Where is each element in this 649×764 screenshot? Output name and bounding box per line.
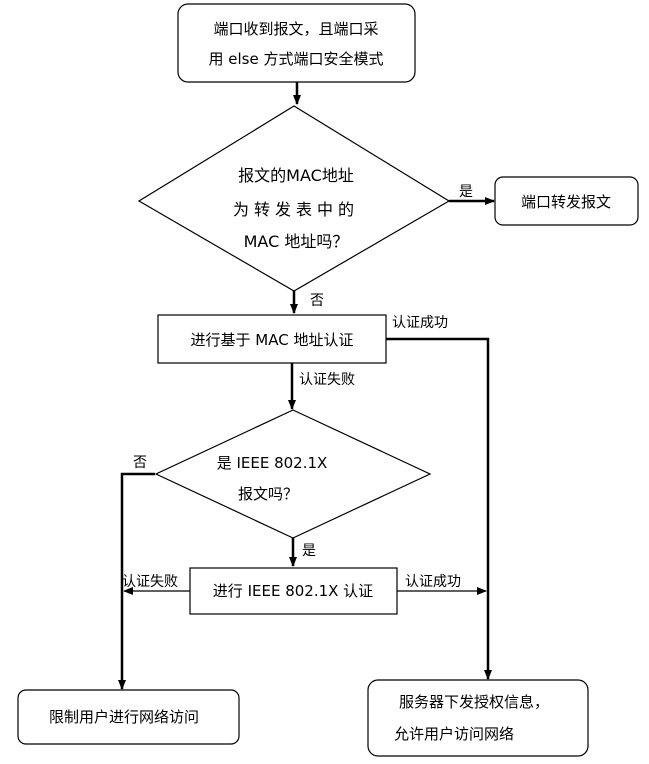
node-decision-8021x: 是 IEEE 802.1X 报文吗？	[154, 409, 432, 539]
decision-8021x-line1: 是 IEEE 802.1X	[217, 454, 328, 472]
restrict-label: 限制用户进行网络访问	[49, 708, 199, 726]
label-mac-auth-success: 认证成功	[392, 315, 448, 331]
auth-8021x-label: 进行 IEEE 802.1X 认证	[213, 582, 373, 600]
label-8021x-no: 否	[133, 455, 147, 471]
decision-mac-line3: MAC 地址吗？	[244, 232, 349, 251]
decision-mac-line1: 报文的MAC地址	[238, 166, 354, 185]
label-8021x-success: 认证成功	[405, 574, 461, 590]
server-line2: 允许用户访问网络	[394, 725, 514, 743]
node-mac-auth: 进行基于 MAC 地址认证	[157, 314, 387, 364]
start-line2: 用 else 方式端口安全模式	[209, 50, 384, 68]
auth-8021x-box	[189, 567, 398, 615]
node-auth-8021x: 进行 IEEE 802.1X 认证	[189, 567, 398, 615]
node-restrict: 限制用户进行网络访问	[17, 689, 240, 745]
label-mac-auth-fail: 认证失败	[299, 372, 355, 388]
server-box	[367, 679, 589, 757]
decision-mac-line2: 为转发表中的	[233, 200, 359, 219]
decision-8021x-line2: 报文吗？	[238, 485, 298, 503]
edge-labels: 是 否 认证成功 认证失败 否 是 认证失败 认证成功	[122, 184, 473, 590]
start-line1: 端口收到报文，且端口采	[213, 20, 378, 38]
start-box	[177, 3, 416, 83]
decision-mac-diamond	[137, 105, 451, 292]
edge-8021x-no-to-restrict	[118, 472, 155, 690]
forward-box	[494, 176, 639, 226]
node-decision-mac: 报文的MAC地址 为转发表中的 MAC 地址吗？	[137, 105, 451, 292]
label-8021x-fail: 认证失败	[122, 574, 178, 590]
label-8021x-yes: 是	[302, 543, 316, 559]
node-server: 服务器下发授权信息， 允许用户访问网络	[367, 679, 589, 757]
edge-mac-auth-success-to-server	[386, 337, 492, 680]
mac-auth-label: 进行基于 MAC 地址认证	[191, 331, 354, 349]
decision-8021x-diamond	[154, 409, 432, 539]
forward-label: 端口转发报文	[521, 193, 611, 211]
edges	[118, 82, 495, 690]
node-start: 端口收到报文，且端口采 用 else 方式端口安全模式	[177, 3, 416, 83]
restrict-box	[17, 689, 240, 745]
label-mac-yes: 是	[459, 184, 473, 200]
mac-auth-box	[157, 314, 387, 364]
server-line1: 服务器下发授权信息，	[399, 693, 549, 711]
label-mac-no: 否	[310, 293, 324, 309]
node-forward: 端口转发报文	[494, 176, 639, 226]
